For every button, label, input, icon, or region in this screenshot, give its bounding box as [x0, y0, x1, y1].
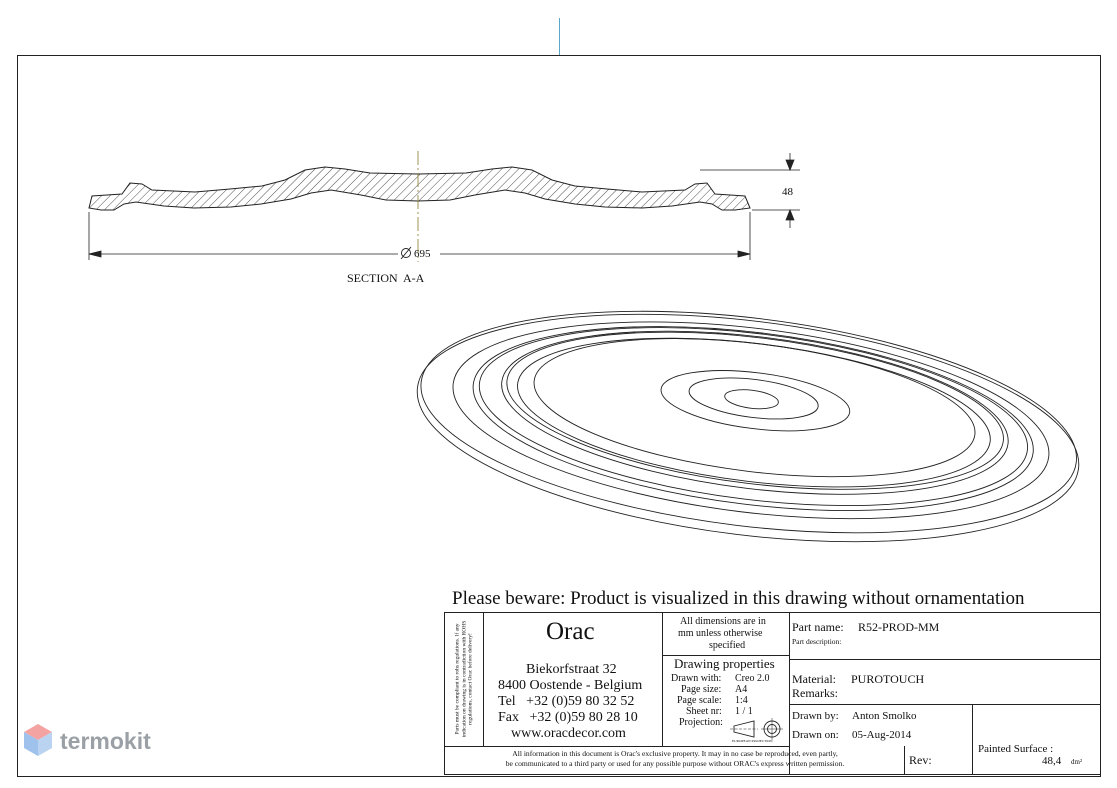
rohs-note: Parts must be compliant to rohs regulati…	[454, 620, 474, 738]
diameter-symbol-icon	[400, 246, 412, 260]
section-label: SECTION A-A	[347, 271, 425, 285]
revision-label: Rev:	[909, 753, 932, 767]
part-name-value: R52-PROD-MM	[858, 620, 940, 634]
address-street: Biekorfstraat 32	[526, 662, 617, 677]
fax-number: Fax +32 (0)59 80 28 10	[498, 710, 638, 725]
diameter-dimension-value: 695	[414, 248, 431, 260]
diameter-dimension	[88, 212, 751, 260]
drawing-properties-title: Drawing properties	[674, 656, 775, 671]
termokit-logo-icon	[24, 724, 52, 756]
address-city: 8400 Oostende - Belgium	[498, 678, 643, 693]
rohs-note-cell: Parts must be compliant to rohs regulati…	[447, 614, 481, 744]
material-value: PUROTOUCH	[851, 672, 925, 686]
section-profile	[88, 166, 751, 211]
remarks-label: Remarks:	[792, 686, 838, 700]
tb-divider	[789, 659, 1101, 660]
company-name: Orac	[546, 618, 595, 645]
ornamentation-notice: Please beware: Product is visualized in …	[452, 588, 1025, 609]
drawn-by-label: Drawn by:	[792, 710, 839, 722]
tb-divider	[662, 612, 663, 746]
drawn-on-label: Drawn on:	[792, 729, 839, 741]
sheet-center-mark	[559, 18, 560, 55]
page-size-value: A4	[735, 684, 748, 695]
dimensions-note-line2: mm unless otherwise	[678, 628, 763, 639]
painted-surface-unit: dm²	[1071, 758, 1083, 766]
painted-surface-value: 48,4	[1042, 755, 1062, 767]
tb-divider	[483, 612, 484, 746]
sheet-number-value: 1 / 1	[735, 706, 753, 717]
material-label: Material:	[792, 672, 836, 686]
tb-divider	[444, 746, 789, 747]
page-scale-value: 1:4	[735, 695, 748, 706]
website-link[interactable]: www.oracdecor.com	[511, 726, 626, 741]
tb-border-top	[444, 612, 1101, 613]
isometric-view	[416, 310, 1080, 543]
tb-border-bottom	[444, 774, 1101, 775]
title-block: Parts must be compliant to rohs regulati…	[444, 612, 1101, 775]
phone-number: Tel +32 (0)59 80 32 52	[498, 694, 635, 709]
tb-border-left	[444, 612, 445, 775]
dimensions-note-line1: All dimensions are in	[680, 616, 766, 627]
height-dimension-value: 48	[782, 186, 794, 198]
drawn-by-value: Anton Smolko	[852, 710, 917, 722]
sheet-number-label: Sheet nr:	[686, 706, 722, 717]
termokit-brand-text: termokit	[60, 728, 151, 754]
tb-divider	[904, 746, 905, 775]
property-notice-line1: All information in this document is Orac…	[512, 749, 838, 758]
tb-divider	[972, 704, 973, 775]
page-size-label: Page size:	[681, 684, 722, 695]
part-name-label: Part name:	[792, 620, 844, 634]
height-dimension	[700, 153, 800, 228]
drawn-with-value: Creo 2.0	[735, 673, 770, 684]
drawing-frame	[17, 55, 1101, 777]
drawn-with-label: Drawn with:	[671, 673, 722, 684]
page-scale-label: Page scale:	[677, 695, 722, 706]
part-description-label: Part description:	[792, 637, 842, 646]
drawn-on-value: 05-Aug-2014	[852, 729, 912, 741]
projection-label: Projection:	[679, 717, 723, 728]
tb-divider	[789, 612, 790, 775]
painted-surface-label: Painted Surface :	[978, 743, 1054, 755]
dimensions-note-line3: specified	[709, 640, 746, 651]
tb-divider	[789, 704, 1101, 705]
projection-symbol-icon	[730, 718, 783, 740]
property-notice-line2: be communicated to a third party or used…	[505, 759, 845, 768]
projection-caption: EUROPEAN PROJECTION	[732, 739, 773, 743]
tb-divider	[662, 655, 789, 656]
